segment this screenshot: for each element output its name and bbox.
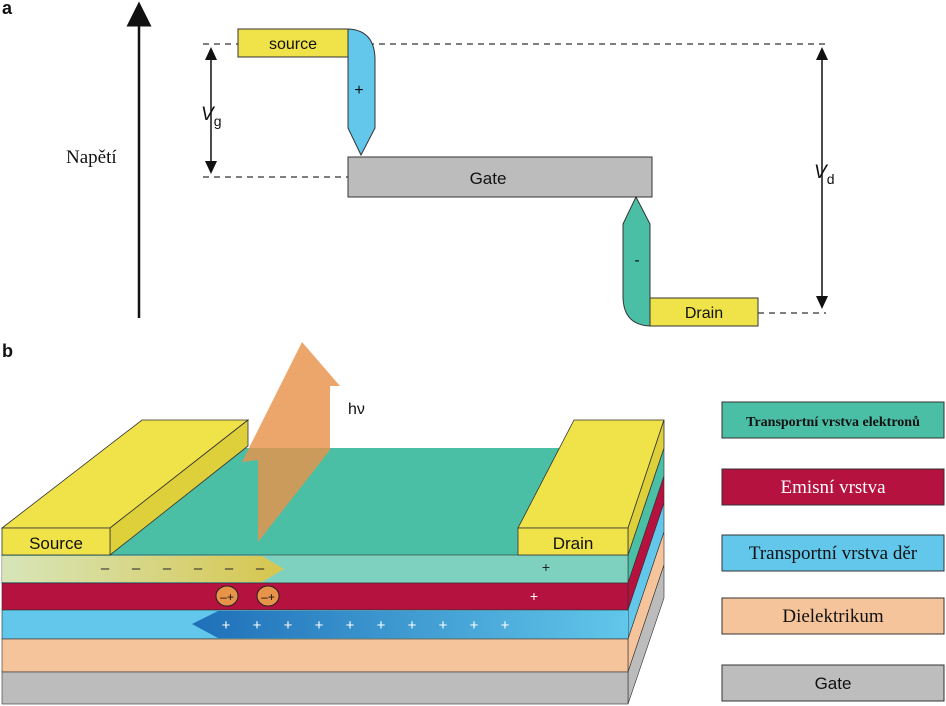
hole-sign: + xyxy=(315,617,324,634)
emissive-plus-sign: + xyxy=(530,588,538,604)
electron-sign: – xyxy=(132,560,141,577)
legend-swatch xyxy=(721,401,945,439)
electron-sign: – xyxy=(194,560,203,577)
electron-signs: – – – – – – xyxy=(101,560,265,577)
legend-label: Gate xyxy=(815,674,852,693)
drain-electrode-front xyxy=(517,527,629,556)
panel-b-label: b xyxy=(2,341,13,361)
photon-label: hν xyxy=(348,401,365,418)
legend-swatch xyxy=(721,468,945,506)
bend-plus-sign: + xyxy=(354,82,363,99)
electron-sign: – xyxy=(101,560,110,577)
vg-label: Vg xyxy=(201,104,221,129)
hole-sign: + xyxy=(470,617,479,634)
hole-sign: + xyxy=(222,617,231,634)
vg-arrow-head-top xyxy=(205,47,217,60)
hole-injection-bend xyxy=(347,28,376,157)
light-emission-arrow xyxy=(242,342,340,542)
source-electrode-front xyxy=(1,527,111,556)
voltage-axis-label: Napětí xyxy=(66,147,117,168)
electron-flow-arrow xyxy=(2,556,284,582)
hole-sign: + xyxy=(439,617,448,634)
source-bar-label: source xyxy=(269,36,317,53)
legend-label: Transportní vrstva elektronů xyxy=(746,415,920,430)
source-bar xyxy=(237,28,349,58)
drain-bar xyxy=(649,297,759,327)
legend-label: Dielektrikum xyxy=(782,606,884,627)
exciton-label: –+ xyxy=(220,590,234,604)
panel-a-label: a xyxy=(2,0,13,18)
gate-bar xyxy=(347,156,653,198)
source-electrode-label: Source xyxy=(29,534,83,553)
drain-bar-label: Drain xyxy=(685,305,723,322)
hole-sign: + xyxy=(346,617,355,634)
hole-signs: + + + + + + + + + + xyxy=(222,617,510,634)
exciton-1: –+ xyxy=(215,585,239,607)
hole-sign: + xyxy=(501,617,510,634)
gate-bar-label: Gate xyxy=(470,169,507,188)
legend-label: Transportní vrstva děr xyxy=(749,543,918,564)
vd-arrow-head-top xyxy=(816,47,828,60)
hole-sign: + xyxy=(284,617,293,634)
electron-sign: – xyxy=(225,560,234,577)
dielectric-front xyxy=(1,638,629,673)
hole-sign: + xyxy=(253,617,262,634)
emissive-front xyxy=(1,582,629,611)
exciton-label: –+ xyxy=(261,590,275,604)
electron-sign: – xyxy=(163,560,172,577)
legend-label: Emisní vrstva xyxy=(780,477,886,498)
drain-electrode-label: Drain xyxy=(553,534,594,553)
gate-front xyxy=(1,671,629,705)
etl-plus-sign: + xyxy=(542,559,550,575)
electron-sign: – xyxy=(256,560,265,577)
hole-flow-arrow xyxy=(192,611,628,638)
vg-arrow-head-bottom xyxy=(205,161,217,174)
legend-swatch xyxy=(721,664,945,702)
legend-swatch xyxy=(721,534,945,572)
hole-sign: + xyxy=(377,617,386,634)
legend-swatch xyxy=(721,597,945,635)
bend-minus-sign: - xyxy=(634,252,639,269)
exciton-2: –+ xyxy=(256,585,280,607)
vd-arrow-head-bottom xyxy=(816,296,828,309)
hole-sign: + xyxy=(408,617,417,634)
vd-label: Vd xyxy=(814,162,834,187)
